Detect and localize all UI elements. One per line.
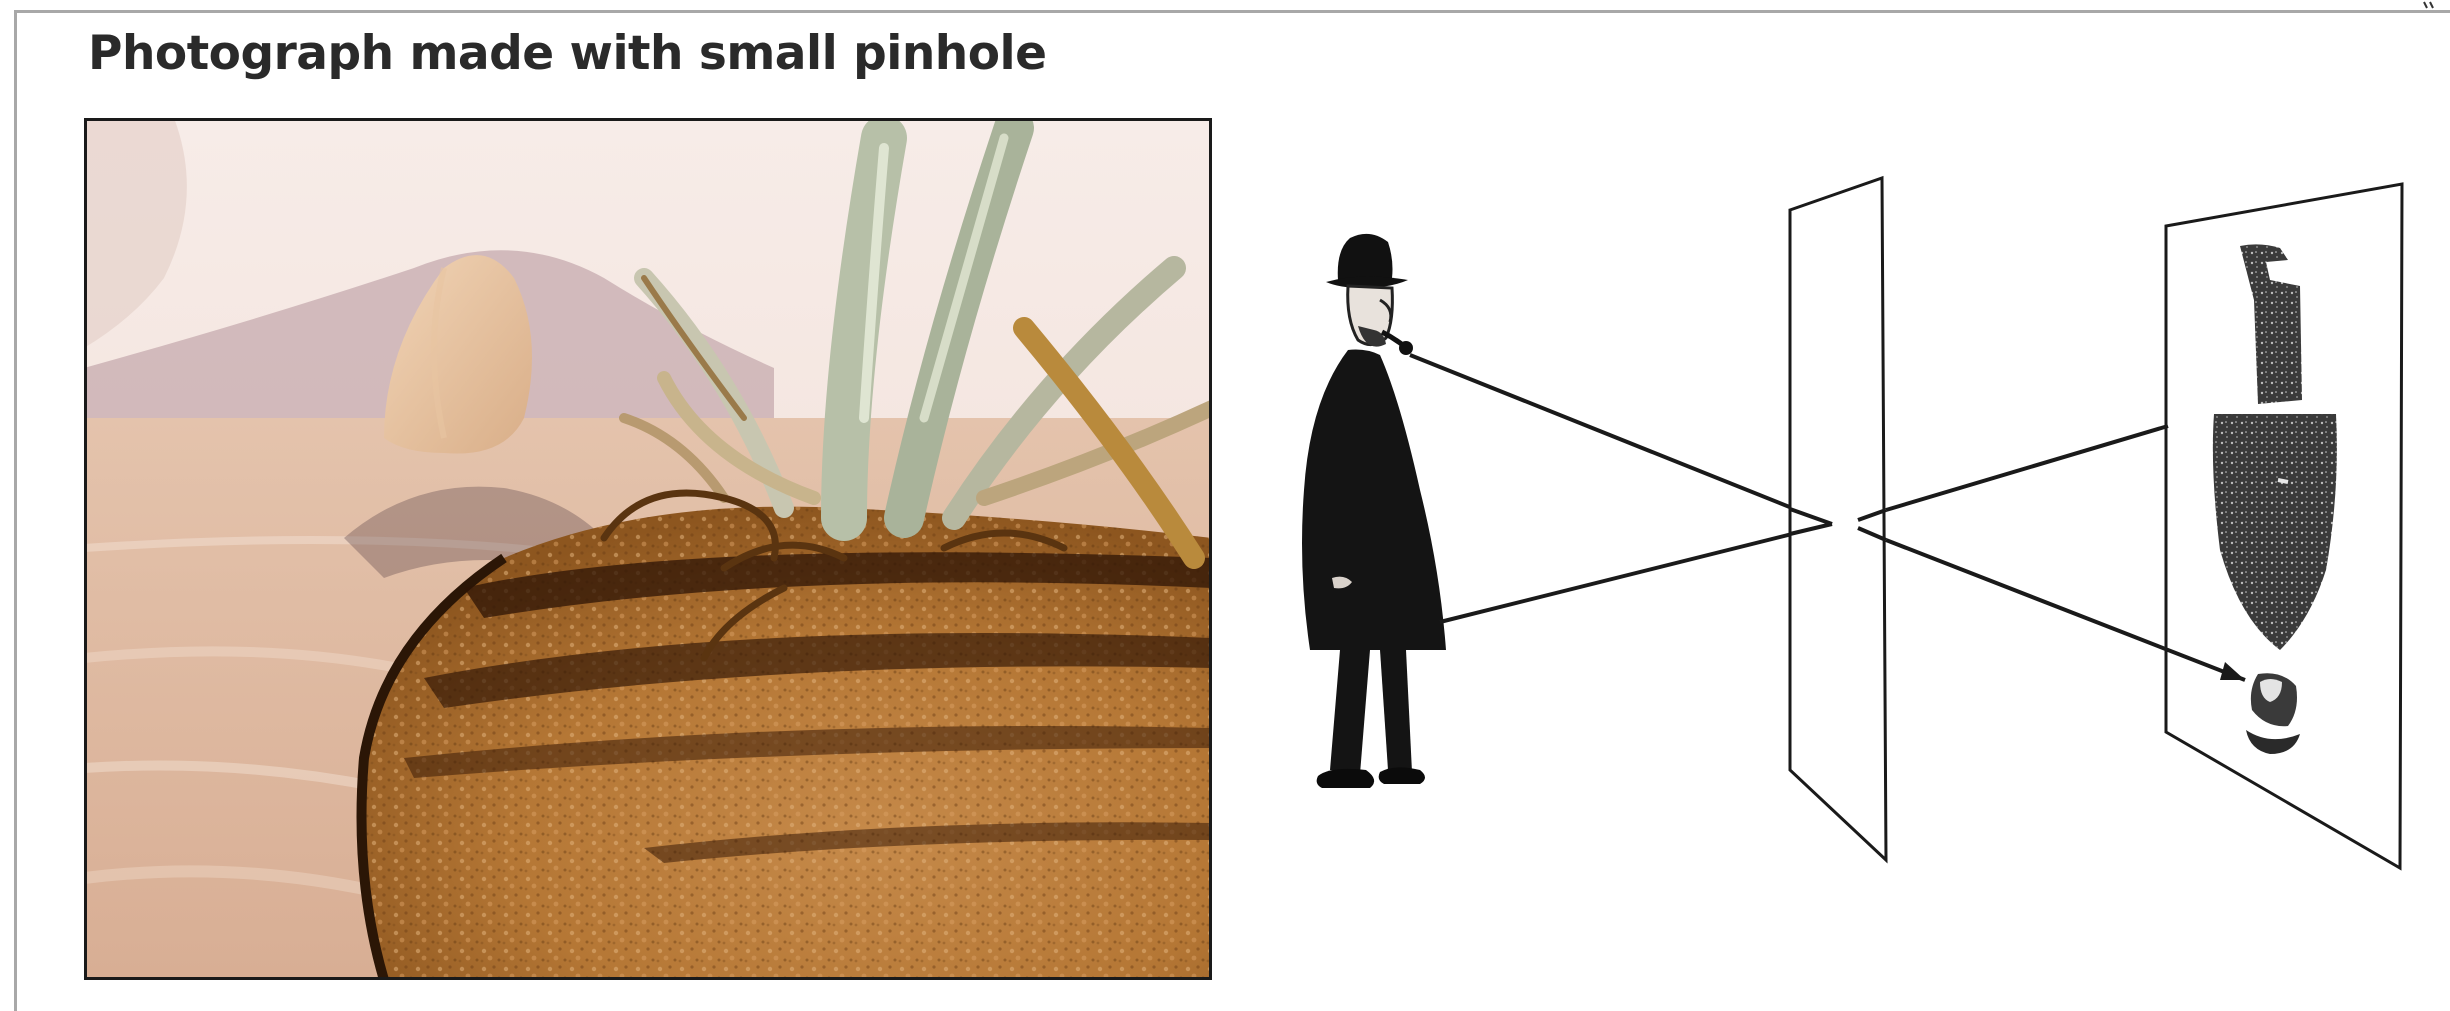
ray-bottom-outgoing: [1886, 540, 2245, 680]
ray-bottom-incoming: [1440, 524, 1832, 622]
photo-image: [84, 118, 1212, 980]
ray-top-outgoing: [1886, 426, 2168, 510]
ray-top-incoming: [1410, 355, 1832, 524]
man-figure: [1302, 234, 1446, 788]
figure-title: Photograph made with small pinhole: [88, 26, 1047, 81]
pinhole-plane: [1790, 178, 1886, 860]
pinhole-diagram: [1270, 150, 2440, 910]
diagram-svg: [1270, 150, 2440, 910]
pinhole-photograph: [84, 118, 1212, 980]
corner-mark: [2422, 0, 2436, 10]
